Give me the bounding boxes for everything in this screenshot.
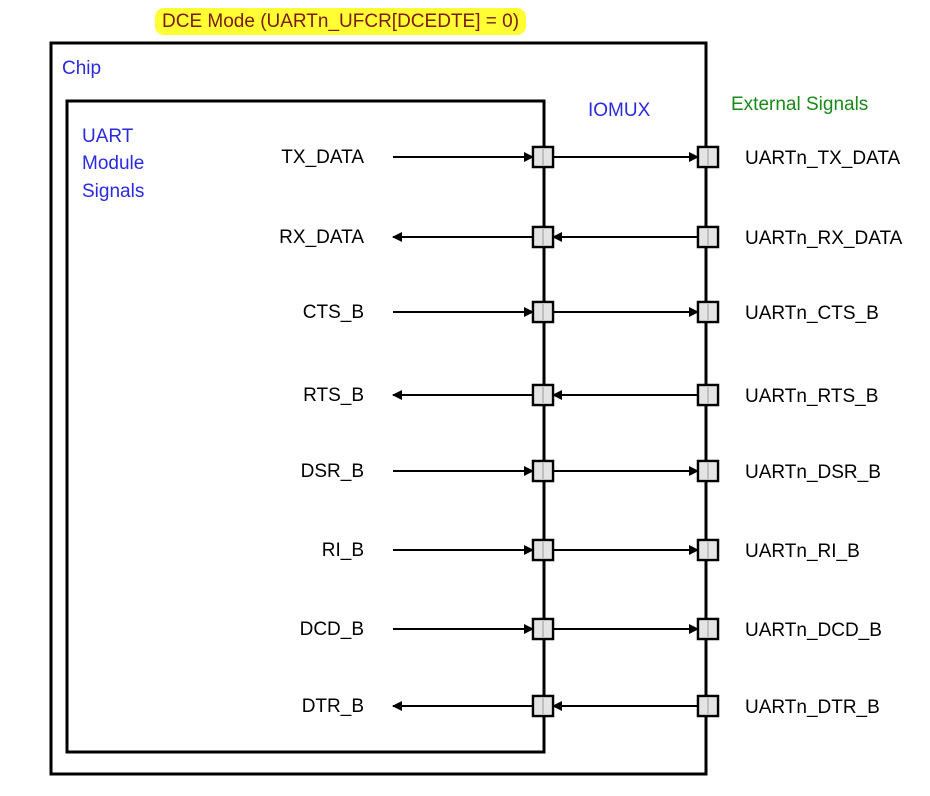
uart-module-label-line-3: Signals <box>82 181 144 202</box>
internal-signal-label: TX_DATA <box>281 147 364 168</box>
chip-boundary <box>49 41 708 776</box>
internal-signal-label: DSR_B <box>301 461 364 482</box>
internal-signal-label: DCD_B <box>300 619 364 640</box>
internal-signal-label: RX_DATA <box>279 227 364 248</box>
uart-module-label-line-1: UART <box>82 126 134 147</box>
internal-signal-label: RTS_B <box>303 385 364 406</box>
external-signal-label: UARTn_TX_DATA <box>745 148 901 169</box>
uart-module-label-line-2: Module <box>82 153 144 174</box>
external-signal-label: UARTn_DSR_B <box>745 462 881 483</box>
external-signal-label: UARTn_DCD_B <box>745 620 882 641</box>
chip-label: Chip <box>62 58 101 79</box>
external-signal-label: UARTn_RI_B <box>745 541 860 562</box>
internal-signal-label: DTR_B <box>302 696 364 717</box>
iomux-label: IOMUX <box>588 100 651 121</box>
uart-module-boundary <box>65 99 546 754</box>
external-signal-label: UARTn_RTS_B <box>745 386 878 407</box>
external-signal-label: UARTn_DTR_B <box>745 697 880 718</box>
signal-rows: TX_DATA UARTn_TX_DATA RX_DATA UARTn_RX_DATA… <box>279 145 903 718</box>
internal-signal-label: RI_B <box>322 540 364 561</box>
mode-title: DCE Mode (UARTn_UFCR[DCEDTE] = 0) <box>155 8 527 35</box>
internal-signal-label: CTS_B <box>303 302 364 323</box>
external-signals-label: External Signals <box>731 94 868 115</box>
external-signal-label: UARTn_RX_DATA <box>745 228 903 249</box>
external-signal-label: UARTn_CTS_B <box>745 303 879 324</box>
